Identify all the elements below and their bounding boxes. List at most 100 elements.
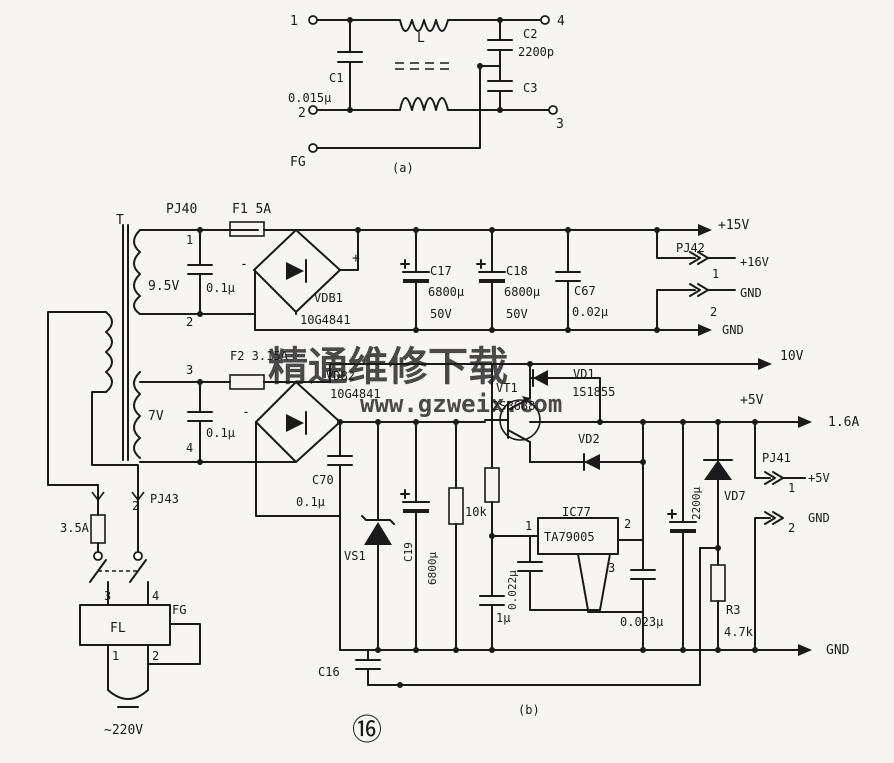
watermark-text-cn: 精通维修下载 [268,344,508,390]
label-pin-2: 2 [186,315,193,329]
terminal-fg [308,143,318,153]
label-r-10k: 10k [465,505,487,519]
label-transformer: T [116,213,124,228]
bridge-vdb2 [255,381,341,463]
label-ic77-part: TA79005 [544,530,595,544]
label-ic-pin2: 2 [624,517,631,531]
label-pin-3: 3 [186,363,193,377]
label-pj42-gnd: GND [740,286,762,300]
label-c17-value: 6800μ [428,285,464,299]
label-fg: FG [172,603,186,617]
inductor-winding-top [391,19,456,32]
label-c17-voltage: 50V [430,307,452,321]
label-a-fg: FG [290,155,306,170]
label-c19-value: 6800μ [426,552,439,585]
label-c19: C19 [402,542,415,562]
label-c1: C1 [329,71,343,85]
label-pj42-pin1: 1 [712,267,719,281]
label-c18-voltage: 50V [506,307,528,321]
transformer-secondary-2 [133,371,141,459]
label-r3: R3 [726,603,740,617]
label-fl: FL [110,621,126,636]
label-vs1: VS1 [344,549,366,563]
label-pin-4: 4 [186,441,193,455]
label-cap-0u022: 0.022μ [506,570,519,610]
label-fl-pin2: 2 [152,649,159,663]
label-fl-pin4: 4 [152,589,159,603]
label-plus-1: + [352,251,360,266]
label-vd2: VD2 [578,432,600,446]
caption-a: (a) [392,161,414,175]
transformer-primary [105,311,113,393]
label-c70-value: 0.1μ [296,495,325,509]
label-c18: C18 [506,264,528,278]
label-r3-value: 4.7k [724,625,754,639]
label-ic77: IC77 [562,505,591,519]
label-inductor: L [417,31,425,46]
transformer-secondary-1 [133,229,141,315]
terminal-3 [548,105,558,115]
fuse-f2 [229,374,265,390]
label-cap-2200u: 2200μ [690,487,703,520]
label-pj41-pin2: 2 [788,521,795,535]
terminal-4 [540,15,550,25]
label-pj42-pin2: 2 [710,305,717,319]
label-a-3: 3 [556,117,564,132]
label-gnd-main: GND [826,643,850,658]
watermark-url: www.gzweix.com [360,390,562,418]
label-c70: C70 [312,473,334,487]
label-vdb1-part: 10G4841 [300,313,351,327]
label-pj40: PJ40 [166,202,197,217]
label-a-4: 4 [557,14,565,29]
label-ic-pin3: 3 [608,561,615,575]
label-ic-pin1: 1 [525,519,532,533]
label-c67: C67 [574,284,596,298]
inductor-winding-bottom [391,97,456,111]
label-7v: 7V [148,409,164,424]
label-gnd-b: GND [722,323,744,337]
label-c16: C16 [318,665,340,679]
label-rail-5v: +5V [740,393,764,408]
label-vdb2-part: 10G4841 [330,387,381,401]
label-pj43: PJ43 [150,492,179,506]
label-pj43-pin2: 2 [132,499,139,513]
label-vdb2: VDB2 [326,369,355,383]
label-pj42: PJ42 [676,241,705,255]
label-pj41-pin1: 1 [788,481,795,495]
label-fl-pin1: 1 [112,649,119,663]
label-current: 1.6A [828,415,859,430]
label-pj41-gnd: GND [808,511,830,525]
label-pj41: PJ41 [762,451,791,465]
label-a-2: 2 [298,106,306,121]
label-c3: C3 [523,81,537,95]
label-rail-10v: 10V [780,349,804,364]
label-cap-0u023: 0.023μ [620,615,663,629]
label-vt1: VT1 [496,381,518,395]
power-supply-subcircuit [47,221,812,708]
label-f1: F1 5A [232,202,271,217]
terminal-2 [308,105,318,115]
label-rail-15v: +15V [718,218,749,233]
label-vd1: VD1 [573,367,595,381]
label-c2: C2 [523,27,537,41]
label-a-1: 1 [290,14,298,29]
label-c2-value: 2200p [518,45,554,59]
figure-number: ⑯ [352,713,382,748]
label-9v5: 9.5V [148,279,179,294]
label-c17: C17 [430,264,452,278]
label-c1-value: 0.015μ [288,91,331,105]
label-pj42-16v: +16V [740,255,769,269]
label-cap-1u: 1μ [496,611,510,625]
label-pin-1: 1 [186,233,193,247]
caption-b: (b) [518,703,540,717]
label-c18-value: 6800μ [504,285,540,299]
label-minus-2: - [242,405,250,420]
terminal-1 [308,15,318,25]
label-vt1-part: 2SB688 [492,399,535,413]
label-pj41-5v: +5V [808,471,830,485]
mains-plug [107,689,149,700]
emi-filter-subcircuit: 1 2 4 3 FG L C1 0.015μ C2 2200p C3 (a) [288,14,565,175]
label-fl-pin3: 3 [104,589,111,603]
label-vd1-part: 1S1855 [572,385,615,399]
label-vdb1: VDB1 [314,291,343,305]
